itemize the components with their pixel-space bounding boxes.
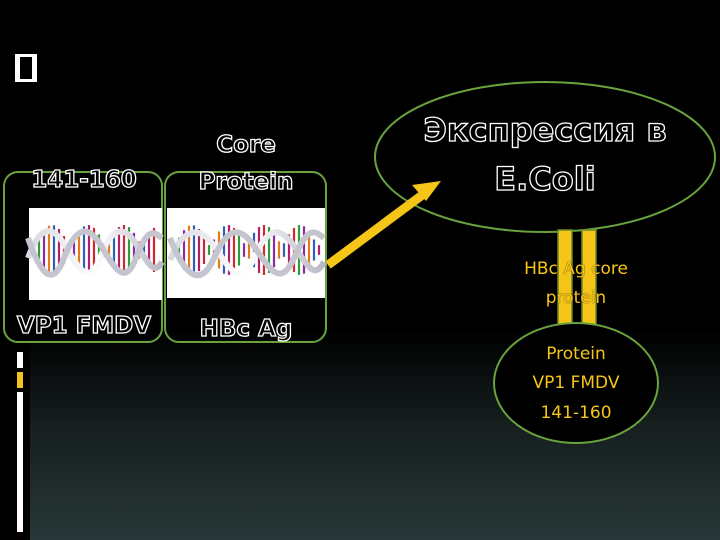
side-strip-white [17, 352, 23, 368]
left-box-bottom-label: VP1 FMDV [16, 312, 152, 339]
protein-circle-line3: 141-160 [540, 403, 612, 423]
expression-label-line2: E.Coli [494, 159, 597, 198]
connector-bar-left [557, 229, 573, 333]
core-protein-label-line1: HBc Ag core [524, 259, 628, 279]
protein-circle-line2: VP1 FMDV [532, 373, 620, 393]
dna-helix-left [25, 225, 165, 278]
left-box-top-label: 141-160 [31, 166, 138, 193]
arrow-to-expression [325, 181, 441, 269]
title-placeholder-mark [15, 54, 37, 82]
expression-ellipse-outline [374, 81, 716, 233]
side-strip-long [17, 392, 23, 532]
expression-label-line1: Экспрессия в [423, 110, 667, 149]
side-strip-yellow [17, 372, 23, 388]
core-protein-label-line2: protein [545, 288, 607, 308]
right-box-outline [164, 171, 327, 343]
protein-circle-line1: Protein [546, 344, 606, 364]
right-box-top-label-line1: Core [216, 131, 277, 158]
protein-circle-outline [493, 322, 659, 444]
dna-helix-right [167, 225, 327, 279]
right-box-bottom-label: HBc Ag [199, 315, 293, 342]
panel-gap [23, 208, 29, 300]
connector-bar-right [581, 229, 597, 333]
right-box-top-label-line2: Protein [198, 168, 294, 195]
